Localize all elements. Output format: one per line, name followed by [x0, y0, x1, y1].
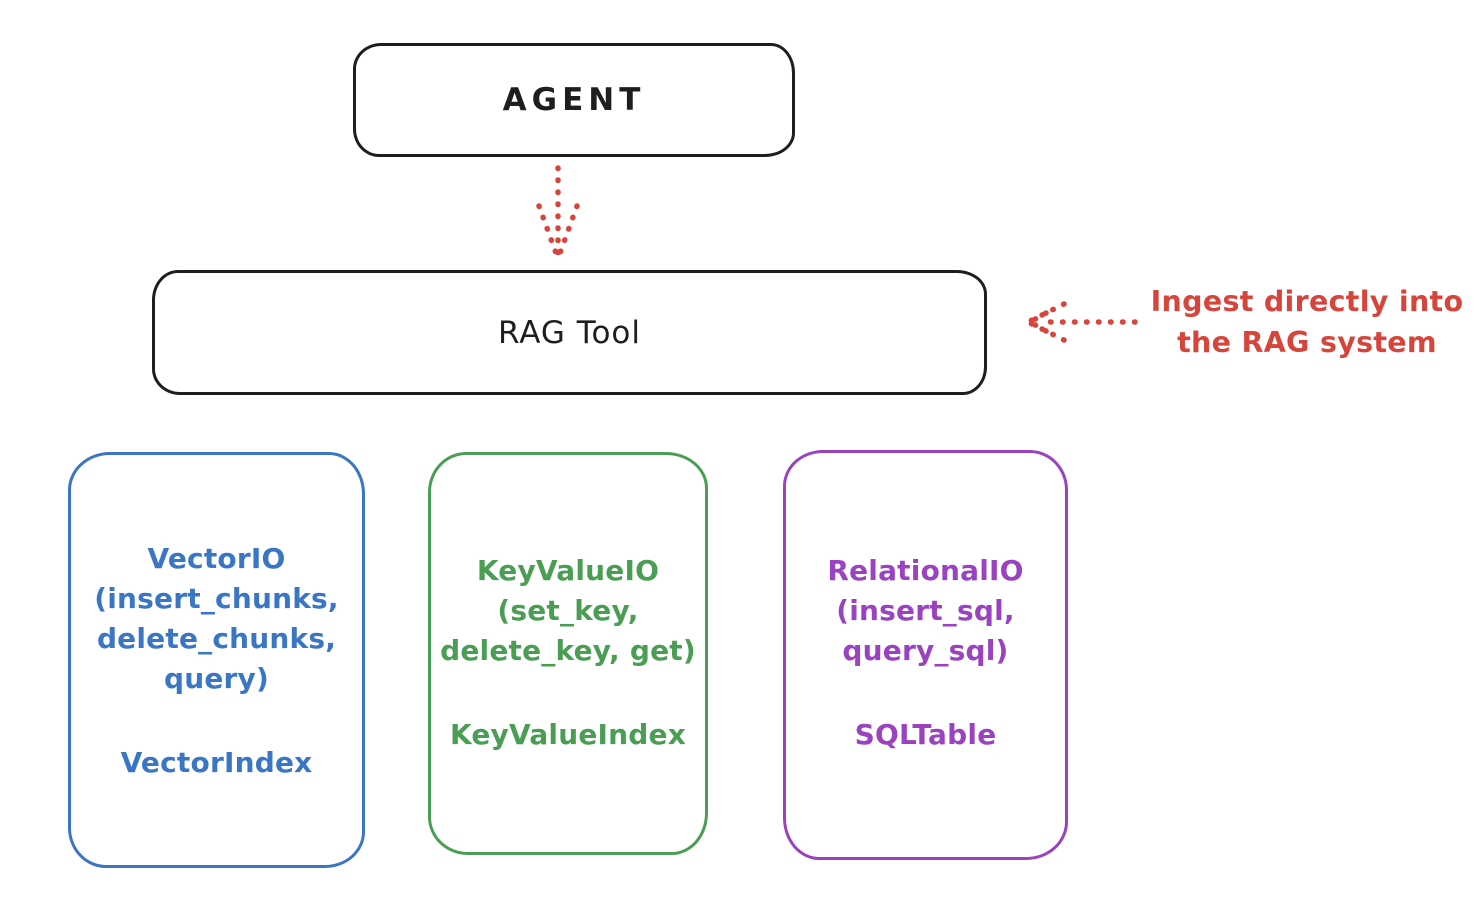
agent-label: AGENT [502, 82, 646, 118]
ingest-annotation: Ingest directly into the RAG system [1140, 281, 1474, 364]
sql-table-label: SQLTable [854, 718, 997, 752]
rag-tool-label: RAG Tool [497, 314, 642, 351]
key-value-io-text: KeyValueIO (set_key, delete_key, get) Ke… [440, 551, 696, 755]
relational-io-title: RelationalIO [827, 554, 1024, 587]
key-value-io-methods-line2: delete_key, get) [440, 634, 696, 668]
vector-io-title: VectorIO [147, 542, 286, 575]
vector-io-methods-line2: delete_chunks, [96, 622, 337, 656]
vector-index-label: VectorIndex [120, 746, 313, 780]
vector-io-methods-line1: (insert_chunks, [94, 582, 339, 616]
vector-io-methods-line3: query) [163, 662, 270, 696]
relational-io-methods-line2: query_sql) [842, 634, 1009, 668]
relational-io-methods-line1: (insert_sql, [836, 594, 1015, 628]
relational-io-text: RelationalIO (insert_sql, query_sql) SQL… [827, 551, 1023, 755]
vector-io-box: VectorIO (insert_chunks, delete_chunks, … [68, 452, 365, 868]
key-value-io-title: KeyValueIO [476, 554, 660, 587]
agent-box: AGENT [353, 43, 795, 157]
key-value-io-methods-line1: (set_key, [497, 594, 639, 628]
rag-tool-box: RAG Tool [152, 270, 987, 395]
vector-io-text: VectorIO (insert_chunks, delete_chunks, … [94, 539, 339, 783]
ingest-annotation-line1: Ingest directly into [1150, 285, 1464, 318]
key-value-io-box: KeyValueIO (set_key, delete_key, get) Ke… [428, 452, 708, 855]
key-value-index-label: KeyValueIndex [449, 718, 687, 752]
relational-io-box: RelationalIO (insert_sql, query_sql) SQL… [783, 450, 1068, 860]
ingest-annotation-line2: the RAG system [1177, 326, 1437, 360]
